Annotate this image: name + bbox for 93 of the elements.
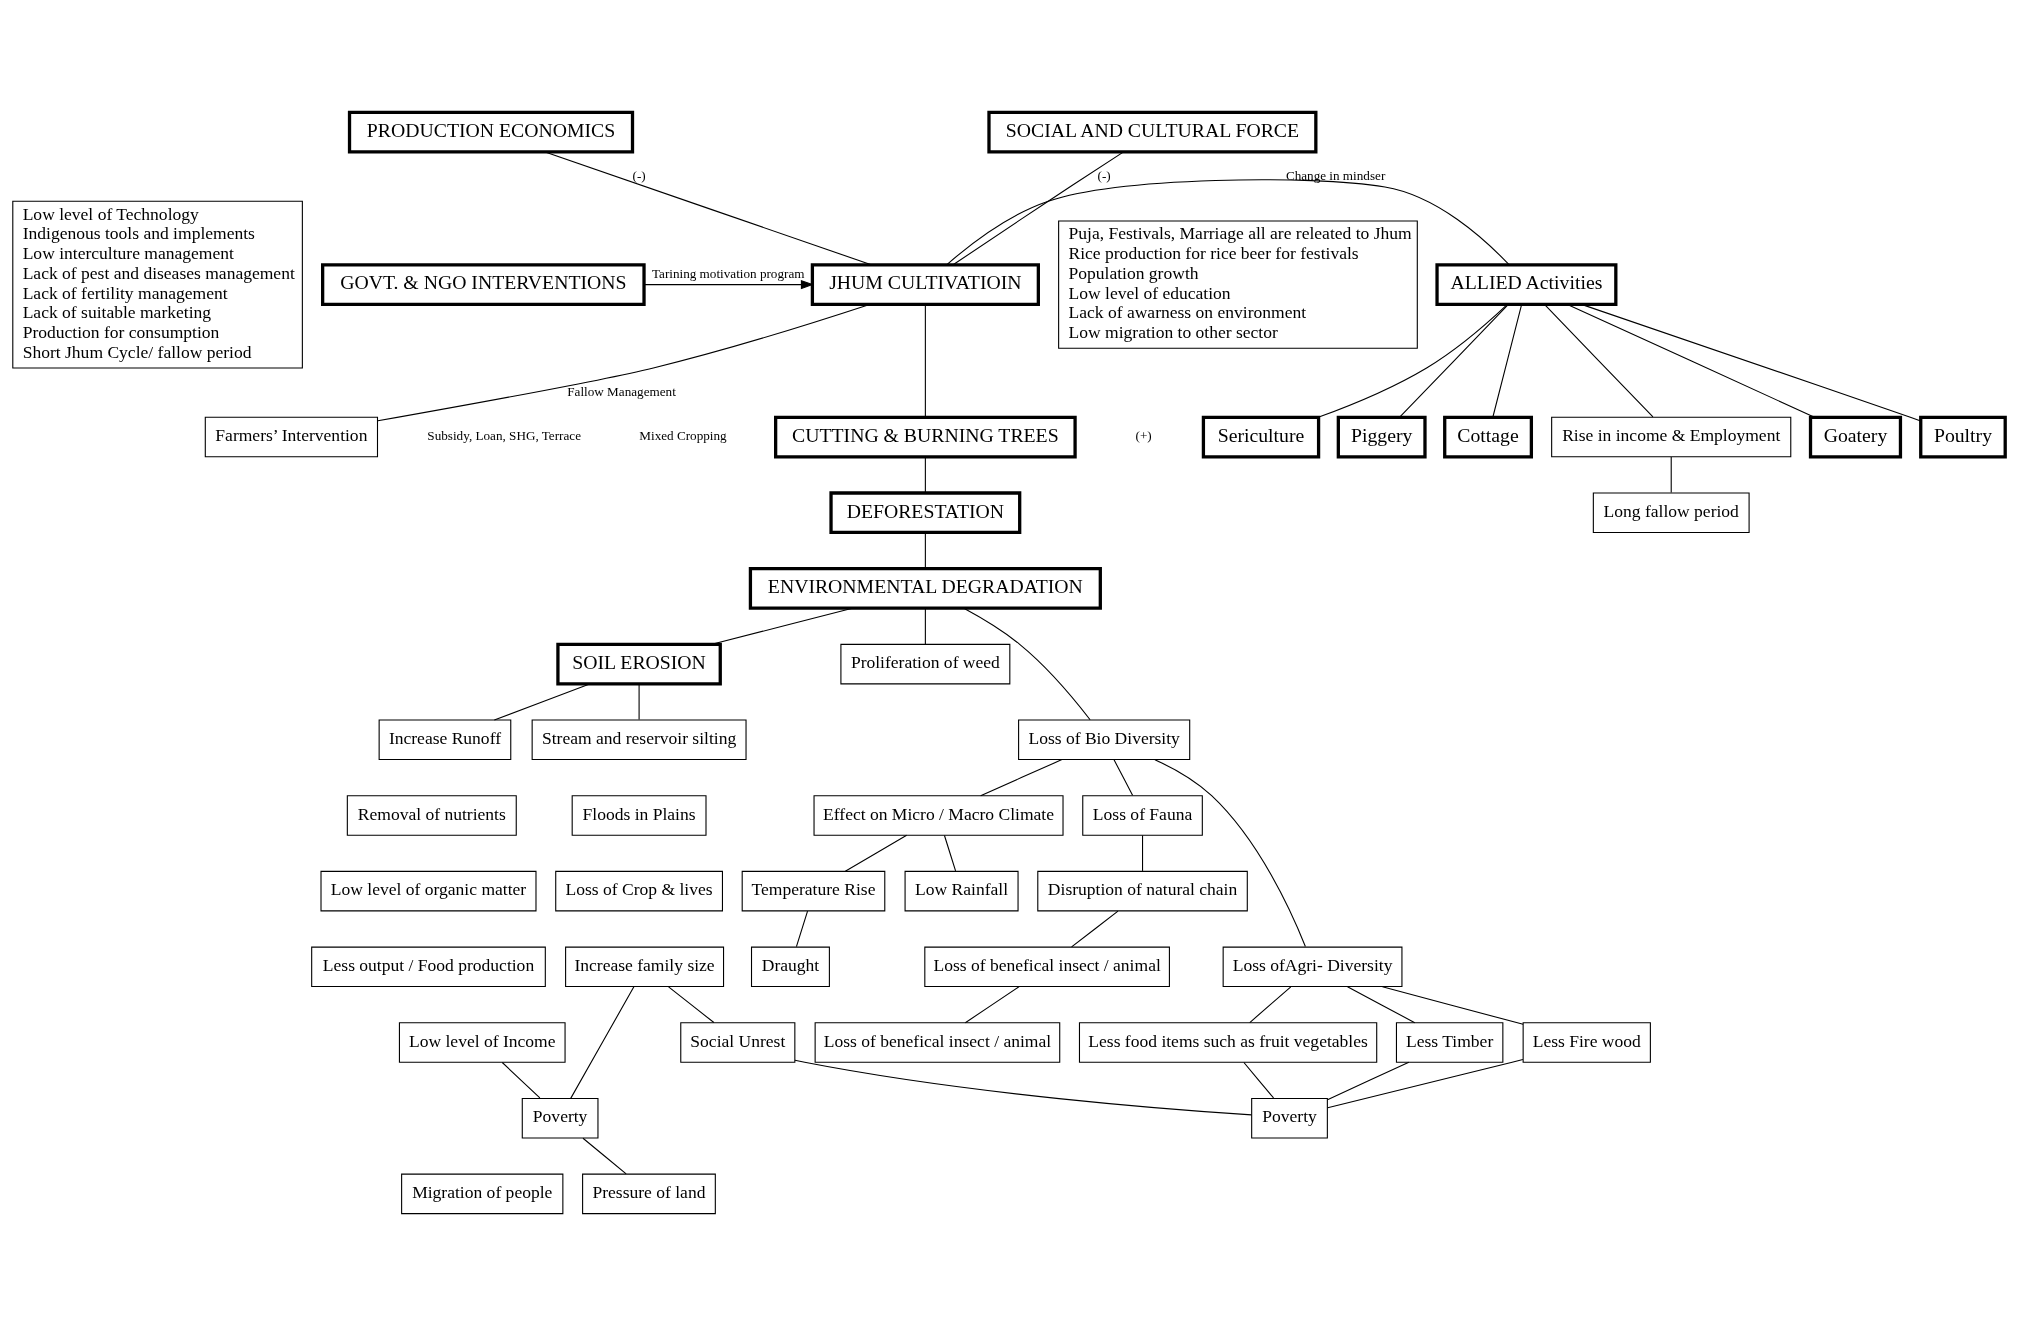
connector	[493, 682, 591, 721]
node-box: Piggery	[1336, 415, 1427, 458]
node-box: JHUM CULTIVATIOIN	[810, 262, 1040, 306]
node-box: GOVT. & NGO INTERVENTIONS	[321, 262, 646, 306]
connector	[1327, 1058, 1524, 1108]
node-box: SOIL EROSION	[556, 642, 722, 685]
node-box: Low level of organic matter	[320, 870, 537, 911]
node-box: Cottage	[1443, 415, 1533, 458]
node-box: ENVIRONMENTAL DEGRADATION	[748, 566, 1102, 610]
node-box: Loss of Bio Diversity	[1018, 719, 1191, 760]
connector	[638, 683, 640, 720]
connector	[668, 985, 715, 1023]
node-box: Social Unrest	[680, 1021, 796, 1063]
connector	[1543, 303, 1654, 418]
connector	[1113, 758, 1134, 796]
label: (+)	[1135, 427, 1152, 443]
node-box: Pressure of land	[582, 1173, 716, 1214]
connector	[1566, 303, 1815, 418]
node-box: Effect on Micro / Macro Climate	[813, 794, 1064, 836]
node-box: Migration of people	[401, 1173, 564, 1214]
connector	[1381, 985, 1524, 1025]
connector	[1492, 303, 1523, 418]
node-box: Low level of Technology Indigenous tools and implements Low interculture management Lack of pest and diseases management Lack of fertility management Lack of suitable marketing Production for consumption Short Jhum Cycle/ fallow period	[12, 200, 303, 368]
edge-label: Tarining motivation program	[651, 265, 805, 281]
connector	[946, 178, 1510, 265]
node-box: Sericulture	[1201, 415, 1321, 458]
connector	[924, 531, 926, 569]
connector	[1326, 1061, 1410, 1100]
node-box: Rise in income & Employment	[1551, 416, 1792, 457]
edge-label: (-)	[1097, 167, 1111, 183]
node-box: Loss ofAgri- Diversity	[1222, 946, 1403, 987]
connector	[1071, 910, 1119, 947]
connector	[570, 985, 635, 1099]
node-box: Removal of nutrients	[346, 794, 517, 836]
node-box: Less Fire wood	[1522, 1021, 1651, 1063]
connector	[501, 1061, 541, 1098]
node-box: SOCIAL AND CULTURAL FORCE	[987, 110, 1318, 153]
connector	[1346, 985, 1416, 1023]
connector	[1580, 303, 1922, 421]
connector	[795, 910, 809, 947]
node-box: Loss of Fauna	[1082, 794, 1203, 836]
node-box: Stream and reservoir silting	[531, 719, 747, 760]
node-box: Proliferation of weed	[840, 643, 1011, 684]
edge-label: (-)	[632, 167, 646, 183]
connector	[952, 150, 1125, 265]
node-box: Loss of Crop & lives	[555, 870, 723, 911]
node-box: CUTTING & BURNING TREES	[774, 415, 1077, 458]
node-box: ALLIED Activities	[1435, 262, 1618, 306]
node-box: Increase family size	[565, 946, 725, 987]
connector	[924, 607, 926, 644]
node-box: Low level of Income	[398, 1021, 566, 1063]
node-box: Low Rainfall	[904, 870, 1019, 911]
edge-label: Fallow Management	[567, 383, 676, 399]
node-box: Draught	[750, 946, 830, 987]
node-box: Floods in Plains	[571, 794, 707, 836]
connector	[1399, 303, 1509, 418]
node-box: Less output / Food production	[311, 946, 546, 987]
label: Mixed Cropping	[639, 427, 727, 443]
connector	[544, 150, 872, 265]
node-box: Temperature Rise	[741, 870, 886, 911]
node-box: Loss of benefical insect / animal	[814, 1021, 1061, 1063]
connector	[1249, 985, 1292, 1023]
connector	[1154, 758, 1306, 947]
node-box: Farmers’ Intervention	[204, 416, 379, 457]
label: Subsidy, Loan, SHG, Terrace	[427, 427, 581, 443]
connector	[582, 1137, 627, 1174]
node-box: Long fallow period	[1592, 491, 1750, 533]
node-box: Poverty	[521, 1097, 599, 1138]
connector	[964, 985, 1020, 1023]
node-box: Poultry	[1919, 415, 2007, 458]
edge-label: Change in mindser	[1285, 167, 1386, 183]
connector	[1670, 456, 1672, 493]
node-box: Goatery	[1808, 415, 1903, 458]
connector	[980, 758, 1063, 796]
connector	[711, 607, 853, 645]
connector	[1317, 303, 1508, 418]
node-box: Less food items such as fruit vegetables	[1078, 1021, 1378, 1063]
node-box: Loss of benefical insect / animal	[924, 946, 1170, 987]
connector	[943, 834, 957, 871]
node-box: Increase Runoff	[378, 719, 512, 760]
node-box: Puja, Festivals, Marriage all are releated to Jhum Rice production for rice beer for festivals Population growth Low level of education Lack of awarness on environment Low migration to other sector	[1058, 219, 1418, 349]
node-box: PRODUCTION ECONOMICS	[347, 110, 635, 153]
node-box: Disruption of natural chain	[1037, 870, 1248, 911]
connector	[963, 607, 1091, 720]
node-box: Less Timber	[1395, 1021, 1504, 1063]
connector	[794, 1059, 1253, 1115]
connector	[1243, 1061, 1275, 1098]
connector	[924, 456, 926, 493]
connector	[844, 834, 908, 872]
node-box: DEFORESTATION	[829, 490, 1022, 534]
connector	[1142, 834, 1144, 871]
node-box: Poverty	[1251, 1097, 1328, 1138]
connector	[924, 303, 926, 418]
